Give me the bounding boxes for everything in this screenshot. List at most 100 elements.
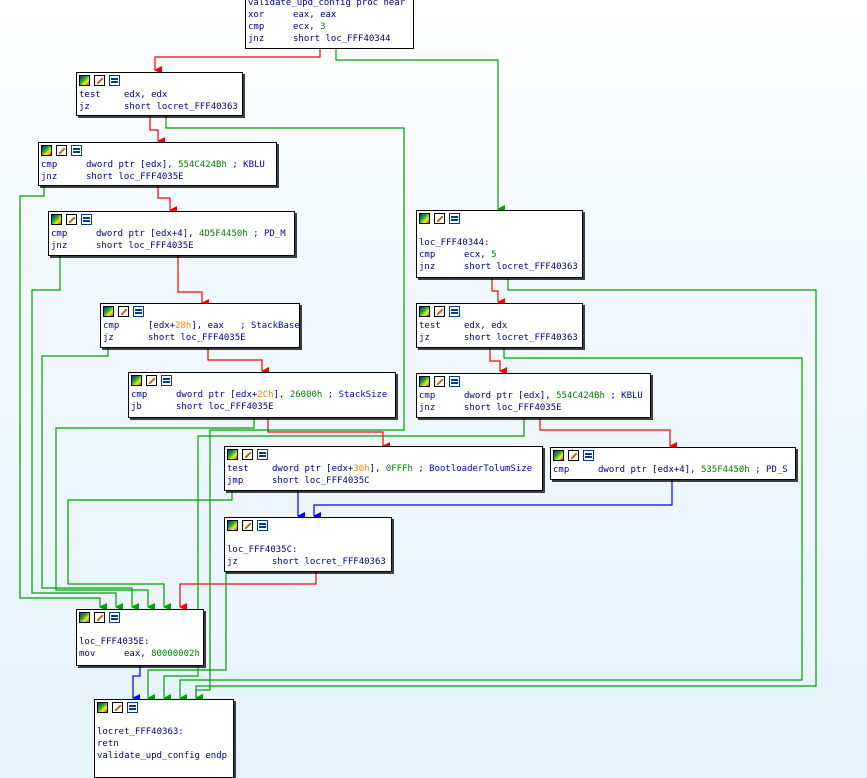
graph-icon[interactable] (51, 213, 62, 225)
graph-icon[interactable] (97, 701, 108, 713)
instruction-mnemonic: jz (227, 557, 238, 567)
instruction-operand[interactable]: short loc_FFF4035E (464, 403, 562, 413)
xref-icon[interactable] (449, 305, 460, 317)
instruction-operand[interactable]: dword ptr [edx+4], (598, 465, 701, 475)
edit-icon[interactable] (242, 519, 253, 531)
instruction-operand[interactable]: ], (369, 464, 386, 474)
graph-icon[interactable] (553, 449, 564, 461)
instruction-mnemonic: cmp (419, 391, 436, 401)
instruction-operand[interactable]: short loc_FFF40344 (293, 34, 391, 44)
instruction-operand[interactable]: short loc_FFF4035E (86, 172, 184, 182)
instruction-operand[interactable]: short locret_FFF40363 (464, 333, 578, 343)
instruction-operand[interactable]: ecx, (464, 250, 492, 260)
instruction-operand[interactable]: ecx, (293, 22, 321, 32)
xref-icon[interactable] (257, 448, 268, 460)
edge-n4-n5 (207, 348, 269, 375)
edit-icon[interactable] (94, 74, 105, 86)
xref-icon[interactable] (583, 449, 594, 461)
edit-icon[interactable] (434, 375, 445, 387)
edge-n4-n8 (41, 348, 139, 611)
edit-icon[interactable] (434, 305, 445, 317)
code-label[interactable]: loc_FFF4035C: (227, 545, 298, 555)
instruction-operand[interactable]: [edx+ (148, 321, 176, 331)
graph-icon[interactable] (227, 448, 238, 460)
xref-icon[interactable] (109, 611, 120, 623)
instruction-operand[interactable]: short loc_FFF4035C (272, 476, 370, 486)
xref-icon[interactable] (449, 212, 460, 224)
edit-icon[interactable] (568, 449, 579, 461)
code-label[interactable]: loc_FFF40344: (419, 238, 490, 248)
graph-icon[interactable] (419, 305, 430, 317)
instruction-operand[interactable]: dword ptr [edx+ (272, 464, 354, 474)
edit-icon[interactable] (112, 701, 123, 713)
instruction-mnemonic: jnz (419, 403, 436, 413)
instruction-operand[interactable]: dword ptr [edx], (464, 391, 557, 401)
xref-icon[interactable] (161, 374, 172, 386)
graph-icon[interactable] (419, 212, 430, 224)
graph-icon[interactable] (79, 74, 90, 86)
xref-icon[interactable] (257, 519, 268, 531)
edit-icon[interactable] (146, 374, 157, 386)
edit-icon[interactable] (56, 144, 67, 156)
instruction-operand[interactable]: short locret_FFF40363 (464, 262, 578, 272)
xref-icon[interactable] (449, 375, 460, 387)
code-label[interactable]: validate_upd_config proc near (248, 0, 406, 8)
code-label[interactable]: validate_upd_config endp (97, 751, 228, 761)
instruction-operand[interactable]: edx, edx (464, 321, 508, 331)
xref-icon[interactable] (71, 144, 82, 156)
graph-icon[interactable] (41, 144, 52, 156)
instruction-operand[interactable]: dword ptr [edx+ (176, 390, 258, 400)
graph-icon[interactable] (131, 374, 142, 386)
instruction-mnemonic: mov (79, 649, 96, 659)
xref-icon[interactable] (127, 701, 138, 713)
instruction-mnemonic: jz (419, 333, 430, 343)
graph-icon[interactable] (227, 519, 238, 531)
instruction-operand[interactable]: short locret_FFF40363 (124, 102, 238, 112)
xref-icon[interactable] (81, 213, 92, 225)
instruction-operand[interactable]: short loc_FFF4035E (176, 402, 274, 412)
edit-icon[interactable] (434, 212, 445, 224)
instruction-operand[interactable]: short loc_FFF4035E (148, 333, 246, 343)
instruction-operand[interactable]: dword ptr [edx], (86, 160, 179, 170)
instruction-operand[interactable]: short locret_FFF40363 (272, 557, 386, 567)
instruction-operand[interactable]: eax, (124, 649, 152, 659)
edit-icon[interactable] (118, 305, 129, 317)
code-label[interactable]: loc_FFF4035E: (79, 637, 150, 647)
instruction-operand[interactable]: edx, edx (124, 90, 168, 100)
instruction-operand[interactable]: eax, eax (293, 10, 337, 20)
code-block-loc-fff4035c[interactable]: loc_FFF4035C:jz short locret_FFF40363 (224, 517, 392, 572)
instruction-operand[interactable]: ], eax (191, 321, 224, 331)
code-label[interactable]: locret_FFF40363: (97, 727, 184, 737)
xref-icon[interactable] (133, 305, 144, 317)
xref-icon[interactable] (109, 74, 120, 86)
edge-r3-r4 (539, 418, 677, 450)
graph-icon[interactable] (419, 375, 430, 387)
instruction-operand[interactable]: ], (273, 390, 290, 400)
edit-icon[interactable] (242, 448, 253, 460)
instruction-operand[interactable]: dword ptr [edx+4], (96, 229, 199, 239)
edit-icon[interactable] (94, 611, 105, 623)
graph-icon[interactable] (103, 305, 114, 317)
graph-icon[interactable] (79, 611, 90, 623)
instruction-operand[interactable]: short loc_FFF4035E (96, 241, 194, 251)
edit-icon[interactable] (66, 213, 77, 225)
